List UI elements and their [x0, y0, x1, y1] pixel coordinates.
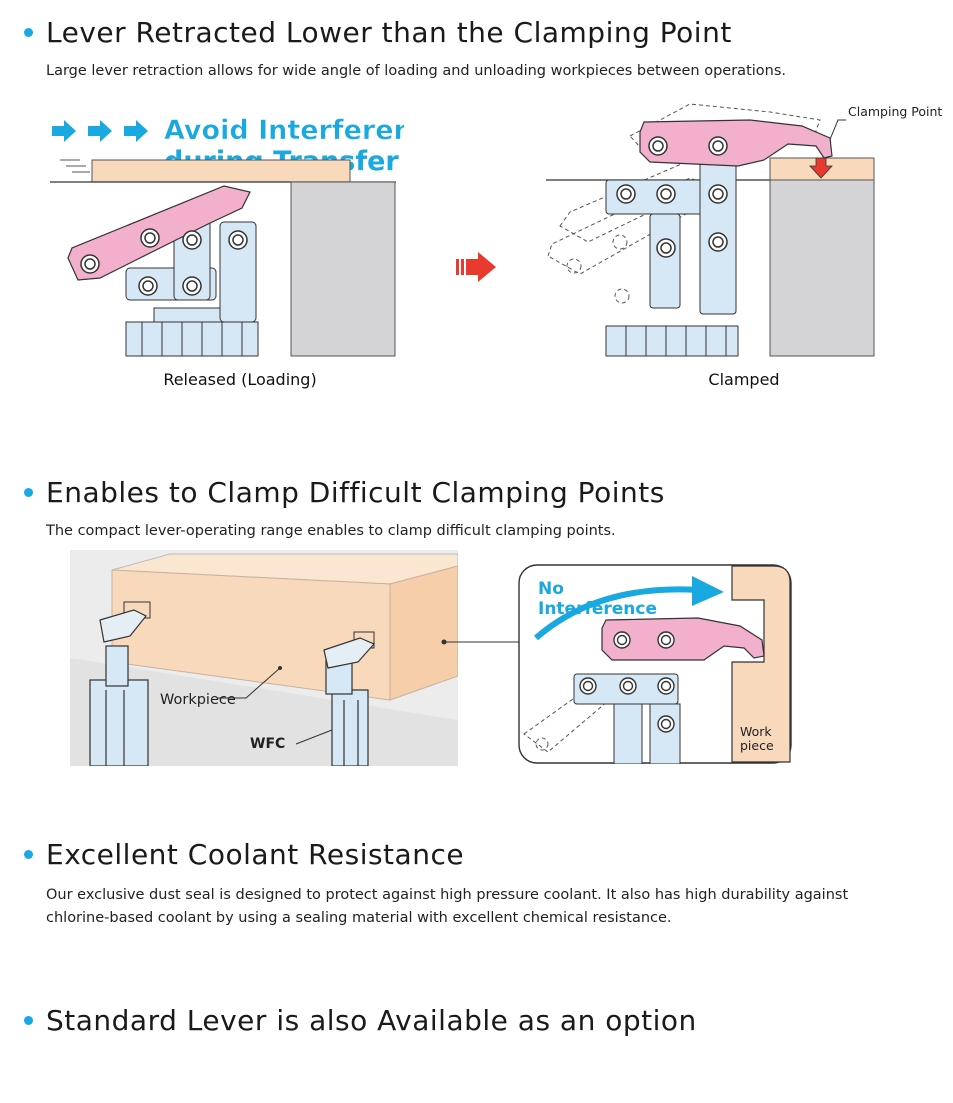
banner-line-1: Avoid Interference: [164, 115, 404, 146]
interference-label: Interference: [538, 599, 657, 619]
clamped-diagram: Clamping Point: [546, 103, 942, 357]
section-description: The compact lever-operating range enable…: [46, 523, 616, 539]
workpiece-label: Workpiece: [160, 692, 236, 708]
section-title: Standard Lever is also Available as an o…: [46, 1004, 697, 1037]
bullet-icon: [24, 850, 33, 859]
section-heading: Excellent Coolant Resistance: [24, 838, 464, 871]
bullet-icon: [24, 1016, 33, 1025]
bullet-icon: [24, 28, 33, 37]
zoom-connector: [441, 639, 522, 645]
released-diagram: Avoid Interference during Transfer: [50, 115, 404, 357]
lever-arm: [639, 119, 833, 167]
transfer-arrows-icon: [52, 120, 148, 142]
lever-arm: [67, 185, 251, 281]
transition-arrow-icon: [456, 252, 496, 282]
caption-released: Released (Loading): [163, 370, 317, 389]
model-label: WFC: [250, 736, 285, 752]
fixture-wall: [290, 181, 396, 357]
no-label: No: [538, 579, 564, 599]
clamping-point-label: Clamping Point: [848, 104, 942, 119]
bullet-icon: [24, 488, 33, 497]
section-description: Our exclusive dust seal is designed to p…: [46, 887, 849, 926]
piece-label: piece: [740, 738, 774, 753]
lever-arm: [601, 617, 765, 661]
fixture-wall: [769, 179, 875, 357]
caption-clamped: Clamped: [708, 370, 780, 389]
section-description: Large lever retraction allows for wide a…: [46, 63, 787, 79]
section-title: Enables to Clamp Difficult Clamping Poin…: [46, 476, 665, 509]
section-title: Lever Retracted Lower than the Clamping …: [46, 16, 732, 49]
section-heading: Standard Lever is also Available as an o…: [24, 1004, 697, 1037]
section-title: Excellent Coolant Resistance: [46, 838, 465, 871]
workpiece-illustration: Workpiece WFC: [70, 550, 458, 766]
work-label: Work: [740, 724, 772, 739]
section-heading: Enables to Clamp Difficult Clamping Poin…: [24, 476, 665, 509]
section-heading: Lever Retracted Lower than the Clamping …: [24, 16, 732, 49]
workpiece-block: [91, 159, 351, 183]
no-interference-inset: Work piece No Interference: [518, 564, 792, 764]
